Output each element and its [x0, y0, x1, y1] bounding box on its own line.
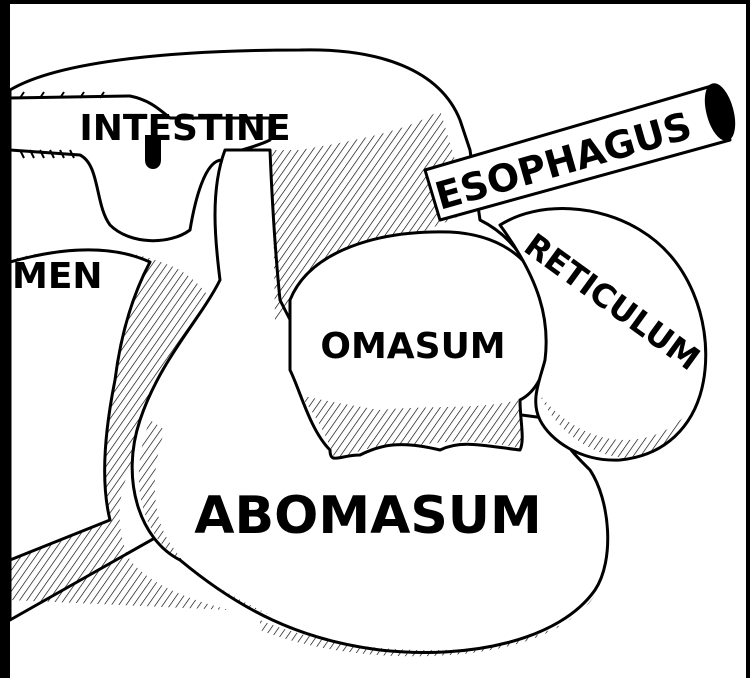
label-intestine: INTESTINE — [79, 108, 290, 149]
label-omasum: OMASUM — [320, 326, 505, 367]
label-abomasum: ABOMASUM — [194, 486, 542, 546]
label-rumen-partial: MEN — [12, 256, 103, 297]
